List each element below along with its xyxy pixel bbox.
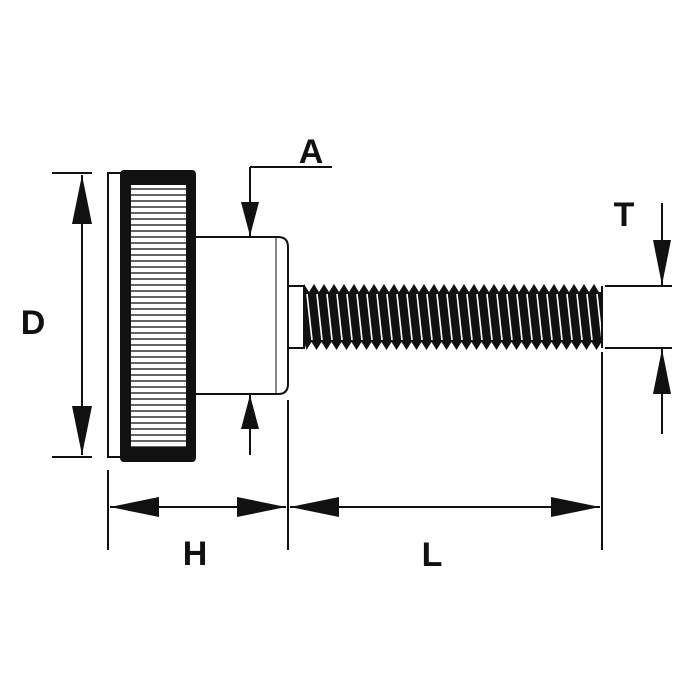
thread-groove (546, 293, 553, 341)
thread-groove (476, 293, 483, 341)
thread-groove (326, 293, 333, 341)
thread-groove (416, 293, 423, 341)
label-d: D (21, 304, 46, 342)
knurled-head (107, 170, 196, 462)
thread-groove (516, 293, 523, 341)
dimension-a (241, 166, 332, 455)
thread-groove (306, 293, 313, 341)
thread-groove (466, 293, 473, 341)
thread-groove (356, 293, 363, 341)
thread-groove (526, 293, 533, 341)
thread-groove (346, 293, 353, 341)
thread-teeth (304, 284, 602, 293)
thread-groove (506, 293, 513, 341)
thread-groove (446, 293, 453, 341)
thread-groove (386, 293, 393, 341)
dimension-d (52, 172, 92, 458)
dimension-h-l (107, 352, 603, 550)
shoulder (194, 236, 289, 395)
thread-teeth (304, 341, 602, 350)
thread-neck (287, 285, 305, 349)
threaded-shaft (304, 284, 603, 350)
thread-groove (366, 293, 373, 341)
thread-groove (436, 293, 443, 341)
label-l: L (422, 536, 443, 574)
thread-core (304, 292, 602, 342)
thread-groove (456, 293, 463, 341)
thread-groove (536, 293, 543, 341)
label-h: H (183, 535, 208, 573)
thread-groove (576, 293, 583, 341)
thread-groove (396, 293, 403, 341)
thread-groove (556, 293, 563, 341)
thread-groove (426, 293, 433, 341)
thread-groove (566, 293, 573, 341)
thread-groove (406, 293, 413, 341)
label-t: T (614, 196, 635, 234)
thread-groove (336, 293, 343, 341)
label-a: A (299, 133, 324, 171)
thread-groove (486, 293, 493, 341)
thread-groove (496, 293, 503, 341)
dimension-t (605, 203, 672, 434)
thread-groove (316, 293, 323, 341)
thread-groove (586, 293, 593, 341)
thread-groove (376, 293, 383, 341)
